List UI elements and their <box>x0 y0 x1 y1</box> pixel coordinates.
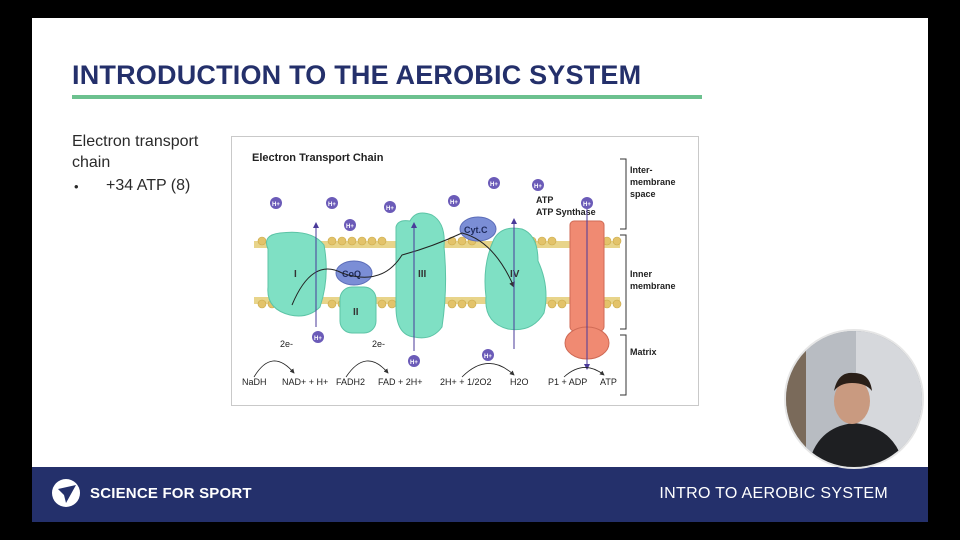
complex-4-label: IV <box>510 269 520 280</box>
complex-1 <box>266 231 327 317</box>
coq-carrier <box>335 260 373 286</box>
reaction-nad: NAD+ + H+ <box>282 377 328 387</box>
proton-label: H+ <box>534 184 542 190</box>
region-brackets <box>620 158 627 396</box>
presenter-webcam <box>784 329 924 469</box>
electron-label: 2e- <box>280 339 293 349</box>
presenter-avatar <box>786 331 922 467</box>
coq-label: CoQ <box>342 269 361 279</box>
complex-2-label: II <box>353 307 359 318</box>
cytc-label: Cyt.C <box>464 225 488 235</box>
proton-label: H+ <box>346 224 354 230</box>
proton-label: H+ <box>314 336 322 342</box>
bullet-text: +34 ATP (8) <box>106 177 191 194</box>
etc-diagram-svg: Electron Transport Chain <box>242 152 676 396</box>
reaction-water-out: H2O <box>510 377 529 387</box>
proton-label: H+ <box>583 202 591 208</box>
proton-label: H+ <box>386 206 394 212</box>
proton-group <box>270 177 593 367</box>
region-intermembrane-3: space <box>630 189 656 199</box>
atp-synthase-label-1: ATP <box>536 195 553 205</box>
complex-2 <box>339 286 377 334</box>
reaction-water-in: 2H+ + 1/2O2 <box>440 377 492 387</box>
proton-label: H+ <box>272 202 280 208</box>
reaction-nadh: NaDH <box>242 377 267 387</box>
electron-label: 2e- <box>372 339 385 349</box>
proton-label: H+ <box>490 182 498 188</box>
brand-logo-icon <box>52 479 80 507</box>
diagram-title: Electron Transport Chain <box>252 152 384 164</box>
slide: INTRODUCTION TO THE AEROBIC SYSTEM Elect… <box>32 18 928 522</box>
region-inner-1: Inner <box>630 269 653 279</box>
region-intermembrane-1: Inter- <box>630 165 653 175</box>
reaction-arrow <box>345 360 389 378</box>
proton-label: H+ <box>450 200 458 206</box>
region-matrix: Matrix <box>630 347 657 357</box>
proton-label: H+ <box>328 202 336 208</box>
region-inner-2: membrane <box>630 281 676 291</box>
atp-synthase-label-2: ATP Synthase <box>536 207 596 217</box>
reaction-fad: FAD + 2H+ <box>378 377 423 387</box>
title-underline <box>72 95 702 99</box>
complex-4 <box>484 227 547 331</box>
proton-label: H+ <box>484 354 492 360</box>
bullet-list: • +34 ATP (8) <box>72 177 190 195</box>
bullet-item: • +34 ATP (8) <box>72 177 190 195</box>
region-intermembrane-2: membrane <box>630 177 676 187</box>
footer-caption: INTRO TO AEROBIC SYSTEM <box>659 485 888 502</box>
body-heading: Electron transport chain <box>72 133 199 171</box>
complex-3-label: III <box>418 269 427 280</box>
reaction-arrow <box>253 360 295 378</box>
electron-path <box>291 232 515 306</box>
etc-diagram: Electron Transport Chain <box>231 136 699 406</box>
reaction-arrow <box>563 367 605 378</box>
complex-1-label: I <box>294 269 297 280</box>
bullet-dot-icon: • <box>74 178 79 194</box>
proton-label: H+ <box>410 360 418 366</box>
footer-bar: SCIENCE FOR SPORT INTRO TO AEROBIC SYSTE… <box>32 467 928 522</box>
reaction-atp: ATP <box>600 377 617 387</box>
reaction-adp: P1 + ADP <box>548 377 587 387</box>
reaction-arrow <box>461 363 515 378</box>
slide-title: INTRODUCTION TO THE AEROBIC SYSTEM <box>72 60 642 90</box>
reaction-fadh2: FADH2 <box>336 377 365 387</box>
brand-name: SCIENCE FOR SPORT <box>90 485 252 502</box>
